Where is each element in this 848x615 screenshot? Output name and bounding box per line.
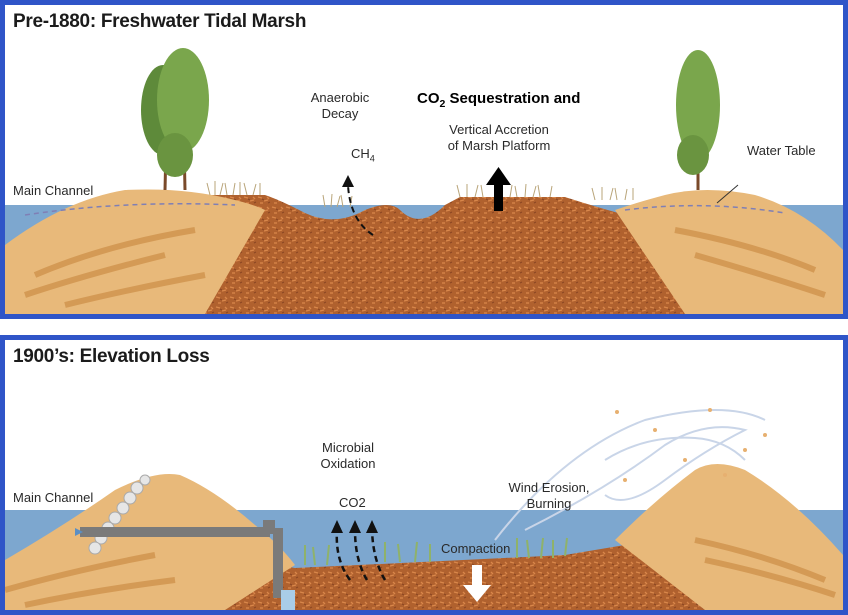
wind-erosion-label: Wind Erosion, Burning xyxy=(508,480,590,511)
co2-subscript: 2 xyxy=(439,98,446,110)
water-table-leader xyxy=(716,184,739,204)
right-tree xyxy=(676,50,720,190)
water-table-label: Water Table xyxy=(747,143,816,158)
microbial-oxidation-label: Microbial Oxidation xyxy=(320,440,376,471)
methane-label: CH4 xyxy=(351,146,375,167)
left-trees xyxy=(141,48,209,191)
right-levee xyxy=(615,464,843,610)
drainage-pipe xyxy=(75,520,295,610)
accretion-arrow xyxy=(494,183,503,211)
co2-base: CO xyxy=(417,90,440,107)
main-channel-label: Main Channel xyxy=(13,183,94,198)
main-channel-label: Main Channel xyxy=(13,490,94,505)
methane-arrow xyxy=(347,184,374,236)
sequestration-text: Sequestration and xyxy=(449,90,581,107)
panel-1900s: 1900’s: Elevation Loss Main Channel Micr… xyxy=(0,335,848,615)
co2-label: CO2 xyxy=(339,495,366,510)
marsh-grass xyxy=(206,181,634,208)
left-levee xyxy=(5,474,295,610)
co2-arrows xyxy=(335,529,387,581)
bottom-diagram xyxy=(5,408,843,610)
marsh-reeds xyxy=(304,537,568,566)
compaction-arrow xyxy=(472,565,482,587)
marsh-soil xyxy=(135,195,705,314)
anaerobic-decay-label: Anaerobic Decay xyxy=(310,90,370,121)
dust-particles xyxy=(615,408,767,482)
co2-sequestration-heading: CO2 Sequestration and xyxy=(417,91,580,112)
panel-title: Pre-1880: Freshwater Tidal Marsh xyxy=(13,11,307,32)
ch4-base: CH xyxy=(351,146,370,161)
ch4-subscript: 4 xyxy=(369,153,375,164)
panel-title: 1900’s: Elevation Loss xyxy=(13,346,210,367)
vertical-accretion-label: Vertical Accretion of Marsh Platform xyxy=(447,122,551,153)
panel-pre-1880: Pre-1880: Freshwater Tidal Marsh Main Ch… xyxy=(0,0,848,319)
compaction-label: Compaction xyxy=(441,541,511,556)
water-table-line xyxy=(24,203,236,216)
top-diagram xyxy=(5,48,843,314)
wind-swirl xyxy=(494,409,766,541)
